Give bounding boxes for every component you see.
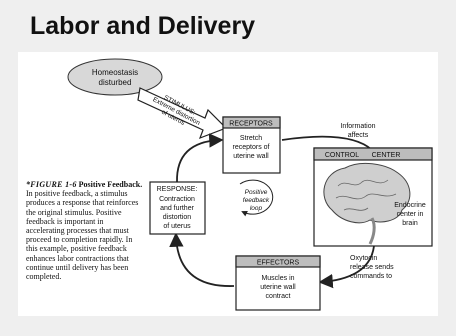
brain-icon	[323, 162, 411, 245]
response-line-1: Contraction	[159, 196, 195, 203]
loop-line-1: Positive	[245, 189, 268, 196]
control-label: CONTROL	[325, 152, 359, 159]
effectors-header: EFFECTORS	[257, 260, 300, 267]
control-center-box: CONTROL CENTER Endocrine center in brain	[313, 147, 433, 247]
response-header: RESPONSE:	[157, 186, 198, 193]
effectors-box: EFFECTORS Muscles in uterine wall contra…	[235, 255, 321, 311]
effectors-to-response-arrow	[169, 232, 235, 287]
receptors-line-1: Stretch	[240, 135, 262, 142]
oxytocin-line-1: Oxytocin	[350, 255, 377, 262]
oxytocin-line-3: commands to	[350, 273, 392, 280]
effectors-line-1: Muscles in	[261, 275, 294, 282]
effectors-line-3: contract	[266, 293, 291, 300]
figure-title: Positive Feedback.	[78, 180, 143, 189]
effectors-line-2: uterine wall	[260, 284, 296, 291]
loop-line-2: feedback	[243, 197, 270, 204]
slide-title: Labor and Delivery	[30, 12, 256, 40]
response-line-2: and further	[160, 205, 195, 212]
receptors-line-2: receptors of	[233, 144, 270, 151]
homeostasis-node: Homeostasis disturbed	[67, 58, 163, 96]
info-affects-line-2: affects	[348, 132, 369, 139]
homeostasis-line-1: Homeostasis	[92, 68, 138, 77]
feedback-loop-symbol: Positive feedback loop	[239, 179, 274, 217]
endocrine-line-3: brain	[402, 220, 418, 227]
homeostasis-line-2: disturbed	[99, 78, 132, 87]
control-to-effectors-arrow	[318, 245, 375, 289]
response-to-receptors-arrow	[176, 133, 224, 183]
figure-caption: *FIGURE 1-6 Positive Feedback. In positi…	[26, 180, 144, 281]
receptors-line-3: uterine wall	[233, 153, 269, 160]
response-box: RESPONSE: Contraction and further distor…	[149, 181, 206, 235]
receptors-box: RECEPTORS Stretch receptors of uterine w…	[222, 116, 281, 174]
endocrine-line-2: center in	[397, 211, 424, 218]
endocrine-line-1: Endocrine	[394, 202, 426, 209]
receptors-header: RECEPTORS	[229, 121, 273, 128]
response-line-4: of uterus	[163, 223, 191, 230]
figure-label: *FIGURE 1-6	[26, 180, 77, 189]
info-affects-line-1: Information	[340, 123, 375, 130]
loop-line-3: loop	[250, 205, 263, 212]
figure-text: In positive feedback, a stimulus produce…	[26, 189, 139, 282]
response-line-3: distortion	[163, 214, 192, 221]
center-label: CENTER	[372, 152, 401, 159]
stimulus-arrow: STIMULUS: Extreme distortion of uterus	[137, 87, 228, 140]
oxytocin-line-2: release sends	[350, 264, 394, 271]
